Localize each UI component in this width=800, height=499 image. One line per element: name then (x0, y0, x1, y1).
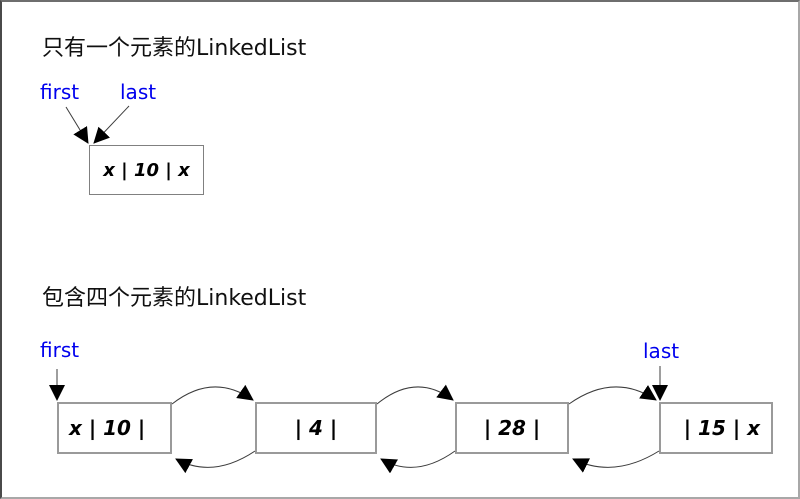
list-node-1: x | 10 | (57, 402, 172, 454)
next-arc-2 (376, 384, 454, 405)
list-node-3-value: | 28 | (483, 416, 541, 440)
prev-arc-1 (175, 450, 256, 474)
single-node-value: x | 10 | x (103, 159, 190, 181)
four-first-label: first (40, 338, 80, 362)
list-node-2-value: | 4 | (294, 416, 338, 440)
four-list-title: 包含四个元素的LinkedList (42, 286, 307, 311)
next-arc-1 (171, 384, 254, 405)
single-first-pointer-arrow (65, 106, 89, 144)
single-list-title: 只有一个元素的LinkedList (42, 36, 307, 61)
single-last-label: last (120, 80, 157, 104)
single-node-box: x | 10 | x (89, 145, 204, 195)
next-arc-3 (568, 385, 657, 405)
list-node-3: | 28 | (455, 402, 569, 454)
prev-arc-2 (380, 450, 456, 474)
list-node-1-value: x | 10 | (69, 416, 146, 440)
single-last-pointer-arrow (93, 105, 130, 144)
four-last-label: last (643, 339, 680, 363)
list-node-2: | 4 | (255, 402, 377, 454)
list-node-4-value: | 15 | x (683, 416, 760, 440)
single-first-label: first (40, 80, 80, 104)
prev-arc-3 (572, 450, 660, 473)
list-node-4: | 15 | x (659, 402, 773, 454)
